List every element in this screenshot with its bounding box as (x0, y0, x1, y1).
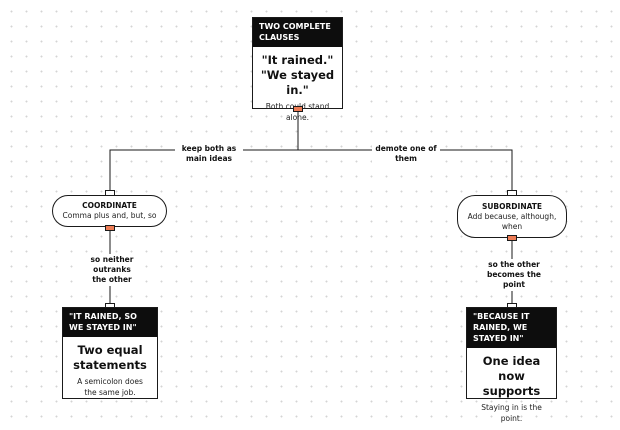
subordinate-node-subtitle: Add because, although, when (467, 211, 557, 231)
edge-label-becomes-point: so the other becomes the point (482, 259, 546, 291)
root-node-quote: "It rained." "We stayed in." (260, 53, 335, 97)
edge-label-demote-one: demote one of them (372, 143, 440, 165)
coordinate-result-node[interactable]: "IT RAINED, SO WE STAYED IN" Two equal s… (62, 307, 158, 399)
coordinate-result-header: "IT RAINED, SO WE STAYED IN" (63, 308, 157, 337)
root-node[interactable]: TWO COMPLETE CLAUSES "It rained." "We st… (252, 17, 343, 122)
subordinate-node-title: SUBORDINATE (481, 201, 543, 211)
coordinate-out-port[interactable] (105, 225, 115, 231)
edge-root-to-subordinate (298, 149, 513, 191)
edge-label-neither-outranks: so neither outranks the other (85, 254, 139, 286)
subordinate-out-port[interactable] (507, 235, 517, 241)
subordinate-result-header: "BECAUSE IT RAINED, WE STAYED IN" (467, 308, 556, 348)
edge-label-keep-main-ideas: keep both as main ideas (175, 143, 243, 165)
subordinate-result-note: Staying in is the point. (481, 403, 542, 423)
coordinate-node[interactable]: COORDINATE Comma plus and, but, so (52, 195, 167, 227)
coordinate-node-subtitle: Comma plus and, but, so (62, 211, 157, 220)
root-out-port[interactable] (293, 106, 303, 112)
root-node-header: TWO COMPLETE CLAUSES (253, 18, 342, 47)
subordinate-result-node[interactable]: "BECAUSE IT RAINED, WE STAYED IN" One id… (466, 307, 557, 423)
coordinate-result-heading: Two equal statements (73, 343, 147, 372)
coordinate-node-title: COORDINATE (82, 201, 137, 210)
subordinate-result-heading: One idea now supports (482, 354, 541, 398)
subordinate-node[interactable]: SUBORDINATE Add because, although, when (457, 195, 567, 238)
coordinate-result-note: A semicolon does the same job. (77, 377, 143, 397)
